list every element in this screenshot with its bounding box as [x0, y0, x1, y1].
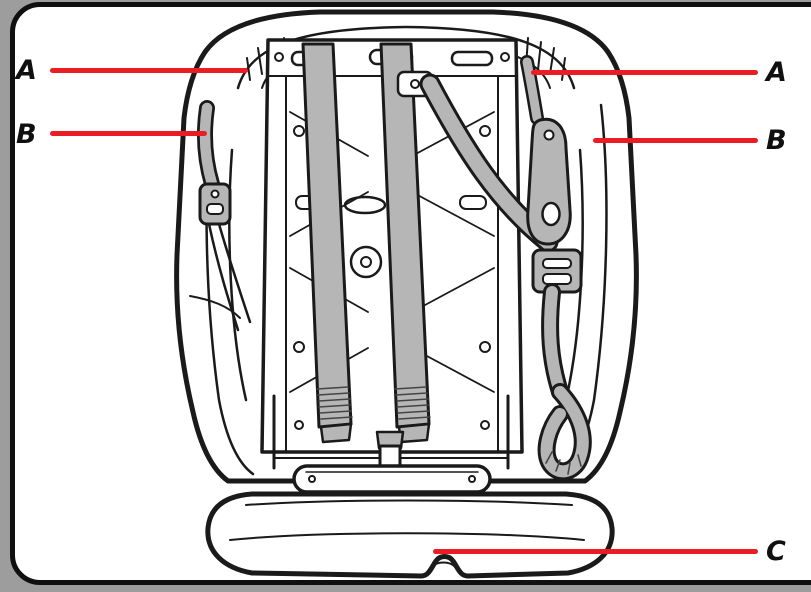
- callout-label-b-left: B: [16, 119, 37, 150]
- right-strap-adjuster: [520, 55, 592, 481]
- leader-line-b-left: [50, 131, 207, 136]
- leader-line-a-right: [531, 70, 758, 75]
- callout-label-a-right: A: [766, 57, 787, 88]
- left-strap-buckle: [196, 100, 252, 332]
- callout-label-b-right: B: [766, 125, 787, 156]
- seat-base: [205, 491, 615, 579]
- callout-label-a-left: A: [16, 55, 37, 86]
- leader-line-b-right: [593, 138, 758, 143]
- harness-straps: [301, 42, 434, 444]
- leader-line-c: [433, 549, 758, 554]
- leader-line-a-left: [50, 68, 248, 73]
- callout-label-c: C: [766, 536, 786, 567]
